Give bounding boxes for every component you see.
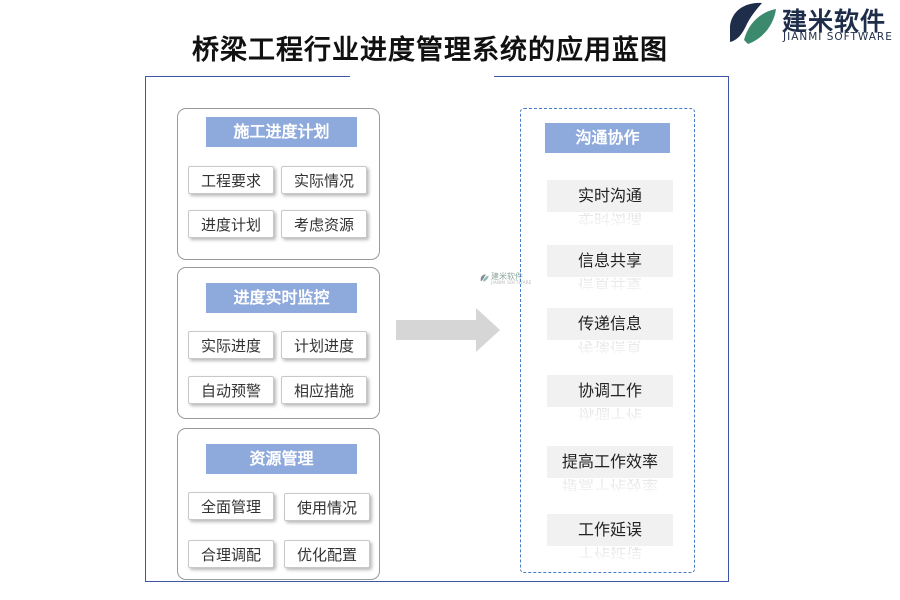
panel-item: 实时沟通 — [547, 180, 673, 212]
watermark-sub: JIANMI SOFTWARE — [491, 280, 532, 285]
item-chip: 实际情况 — [281, 166, 367, 194]
item-chip: 进度计划 — [188, 210, 274, 238]
panel-item: 信息共享 — [547, 245, 673, 277]
panel-item: 协调工作 — [547, 375, 673, 407]
group-realtime-monitoring: 进度实时监控 实际进度 计划进度 自动预警 相应措施 — [177, 267, 380, 419]
item-chip: 全面管理 — [188, 492, 274, 520]
panel-item: 传递信息 — [547, 308, 673, 340]
group-title: 施工进度计划 — [206, 117, 357, 147]
panel-title: 沟通协作 — [545, 123, 670, 153]
item-chip: 考虑资源 — [281, 210, 367, 238]
logo-name-en: JIANMI SOFTWARE — [783, 31, 893, 43]
right-arrow-icon — [396, 308, 500, 352]
group-title: 资源管理 — [206, 444, 357, 474]
item-chip: 工程要求 — [188, 166, 274, 194]
item-chip: 相应措施 — [281, 376, 367, 404]
watermark: 建米软件 JIANMI SOFTWARE — [480, 271, 531, 287]
group-title: 进度实时监控 — [206, 283, 357, 313]
item-chip: 使用情况 — [284, 493, 370, 521]
panel-item: 工作延误 — [547, 514, 673, 546]
item-chip: 实际进度 — [188, 331, 274, 359]
page-title: 桥梁工程行业进度管理系统的应用蓝图 — [192, 35, 668, 66]
brand-logo: 建米软件 JIANMI SOFTWARE — [726, 0, 900, 46]
leaf-logo-icon — [480, 274, 489, 282]
group-construction-plan: 施工进度计划 工程要求 实际情况 进度计划 考虑资源 — [177, 108, 380, 260]
panel-item: 提高工作效率 — [547, 446, 673, 478]
logo-name-cn: 建米软件 — [782, 7, 887, 36]
communication-panel: 沟通协作 实时沟通 实时沟通 信息共享 信息共享 传递信息 传递信息 协调工作 … — [520, 108, 695, 573]
item-chip: 优化配置 — [284, 540, 370, 568]
group-resource-management: 资源管理 全面管理 使用情况 合理调配 优化配置 — [177, 428, 380, 580]
item-chip: 自动预警 — [188, 376, 274, 404]
item-chip: 合理调配 — [188, 540, 274, 568]
item-chip: 计划进度 — [281, 331, 367, 359]
watermark-text: 建米软件 — [491, 272, 523, 281]
leaf-logo-icon — [730, 2, 776, 44]
